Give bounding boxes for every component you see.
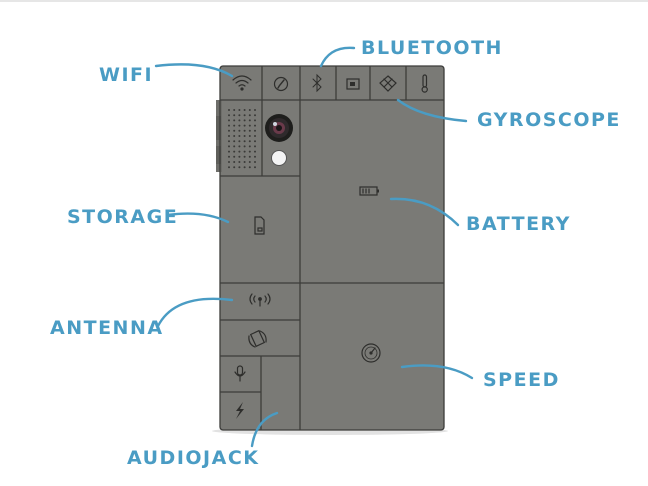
bluetooth-icon <box>312 73 322 93</box>
rotate-icon <box>248 329 267 348</box>
label-antenna: ANTENNA <box>50 317 164 339</box>
label-bluetooth: BLUETOOTH <box>361 37 503 59</box>
sim-card-icon <box>346 78 360 90</box>
label-audiojack: AUDIOJACK <box>127 447 260 469</box>
callout-lines <box>154 46 474 448</box>
antenna-icon <box>249 293 271 307</box>
callout-audiojack <box>250 411 279 448</box>
label-battery: BATTERY <box>466 213 571 235</box>
callout-gyroscope <box>396 98 468 123</box>
camera-lens-icon <box>265 114 293 142</box>
callout-speed <box>400 364 474 380</box>
callout-wifi <box>154 63 234 78</box>
module-grid <box>219 65 445 431</box>
compass-icon <box>273 76 289 92</box>
sd-card-icon <box>254 216 265 235</box>
callout-storage <box>165 212 230 224</box>
speedometer-icon <box>361 343 381 363</box>
callout-battery <box>389 197 460 227</box>
gyroscope-icon <box>379 75 397 92</box>
thermometer-icon <box>421 74 428 93</box>
label-wifi: WIFI <box>99 64 154 86</box>
battery-icon <box>359 186 379 196</box>
microphone-icon <box>234 365 246 382</box>
top-edge-line <box>0 0 648 2</box>
speaker-grille-icon <box>228 109 256 169</box>
callout-bluetooth <box>319 46 356 68</box>
label-storage: STORAGE <box>67 206 179 228</box>
callout-antenna <box>156 297 234 328</box>
lightning-icon <box>236 402 244 419</box>
wifi-icon <box>232 75 252 91</box>
label-speed: SPEED <box>483 369 560 391</box>
label-gyroscope: GYROSCOPE <box>477 109 621 131</box>
flash-icon <box>271 150 287 166</box>
